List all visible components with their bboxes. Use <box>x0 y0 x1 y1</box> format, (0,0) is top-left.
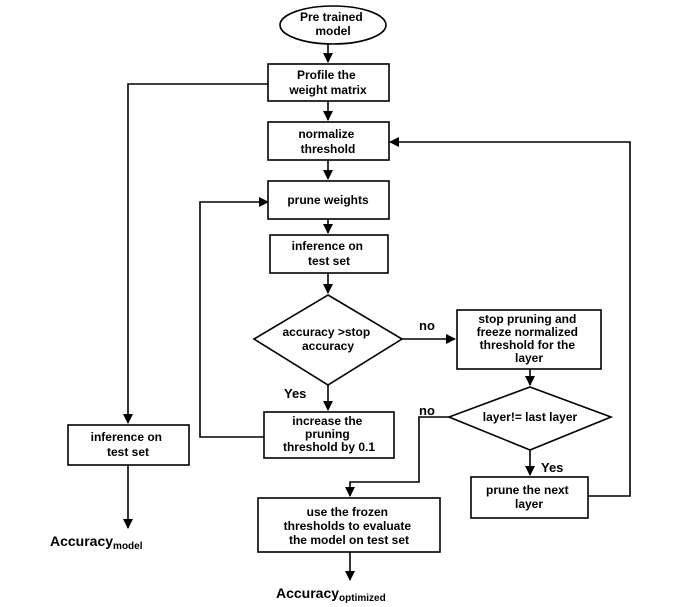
prune-line-1: prune weights <box>287 193 369 207</box>
normalize-threshold-node: normalize threshold <box>267 121 390 161</box>
profile-weight-node: Profile the weight matrix <box>267 63 390 102</box>
use-frozen-line-2: thresholds to evaluate <box>284 519 412 533</box>
inference-model-line-2: test set <box>107 445 149 459</box>
accuracy-decision-line-1: accuracy >stop <box>282 325 370 339</box>
accuracy-optimized-output: Accuracyoptimized <box>276 585 386 604</box>
accuracy-decision-line-2: accuracy <box>302 339 354 353</box>
use-frozen-line-1: use the frozen <box>307 505 388 519</box>
increase-threshold-node: increase the pruning threshold by 0.1 <box>263 411 395 459</box>
prune-next-line-1: prune the next <box>486 483 569 497</box>
layer-decision-line-1: layer!= last layer <box>483 410 578 424</box>
svg-text:inference on test set: inference on test set <box>292 239 367 268</box>
edge-layer-no <box>345 416 449 497</box>
normalize-line-2: threshold <box>301 142 356 156</box>
use-frozen-line-3: the model on test set <box>289 533 409 547</box>
svg-text:accuracy >stop accuracy: accuracy >stop accuracy <box>282 325 373 353</box>
accuracy-model-output: Accuracymodel <box>50 533 143 552</box>
edge-prunenext-normalize <box>389 137 631 497</box>
svg-text:Pre trained model: Pre trained model <box>300 10 366 38</box>
stop-line-3: threshold for the <box>480 338 576 352</box>
accuracy-optimized-sub: optimized <box>339 593 386 604</box>
inference-test-line-1: inference on <box>292 239 363 253</box>
stop-line-2: freeze normalized <box>477 325 578 339</box>
inference-model-node: inference on test set <box>67 424 190 466</box>
svg-text:layer!= last layer: layer!= last layer <box>483 410 578 424</box>
accuracy-yes-label: Yes <box>284 386 306 401</box>
increase-line-1: increase the <box>292 414 362 428</box>
svg-text:use the frozen threshold: use the frozen thresholds to evaluate th… <box>284 505 415 547</box>
edge-increase-prune-loop <box>199 197 269 438</box>
inference-test-node: inference on test set <box>269 234 389 274</box>
svg-text:prune weights: prune weights <box>287 193 369 207</box>
start-line-1: Pre trained <box>300 10 363 24</box>
accuracy-model-sub: model <box>113 541 143 552</box>
stop-freeze-node: stop pruning and freeze normalized thres… <box>456 309 602 370</box>
inference-test-line-2: test set <box>308 254 350 268</box>
layer-yes-label: Yes <box>541 460 563 475</box>
accuracy-optimized-main: Accuracy <box>276 585 339 601</box>
svg-text:inference on test set: inference on test set <box>91 430 166 459</box>
start-line-2: model <box>315 24 350 38</box>
use-frozen-node: use the frozen thresholds to evaluate th… <box>257 497 441 553</box>
svg-text:stop pruning and freeze: stop pruning and freeze normalized thres… <box>477 312 582 365</box>
stop-line-1: stop pruning and <box>478 312 576 326</box>
edge-profile-inference-model <box>123 83 268 424</box>
inference-model-line-1: inference on <box>91 430 162 444</box>
profile-line-1: Profile the <box>297 68 356 82</box>
profile-line-2: weight matrix <box>288 83 367 97</box>
stop-line-4: layer <box>515 351 543 365</box>
accuracy-no-label: no <box>419 318 435 333</box>
svg-text:normalize threshold: normalize threshold <box>298 127 357 156</box>
connectors <box>123 41 631 581</box>
start-node: Pre trained model <box>279 5 387 45</box>
layer-no-label: no <box>419 403 435 418</box>
accuracy-decision-node: accuracy >stop accuracy <box>252 294 404 386</box>
accuracy-model-main: Accuracy <box>50 533 113 549</box>
normalize-line-1: normalize <box>298 127 354 141</box>
prune-next-line-2: layer <box>515 497 543 511</box>
layer-decision-node: layer!= last layer <box>446 386 614 451</box>
svg-text:Profile the weight matri: Profile the weight matrix <box>288 68 367 97</box>
svg-text:increase the pruning: increase the pruning threshold by 0.1 <box>283 414 375 454</box>
prune-weights-node: prune weights <box>267 180 390 220</box>
increase-line-3: threshold by 0.1 <box>283 440 375 454</box>
prune-next-layer-node: prune the next layer <box>470 476 589 519</box>
svg-text:prune the next layer: prune the next layer <box>486 483 572 511</box>
increase-line-2: pruning <box>305 427 350 441</box>
